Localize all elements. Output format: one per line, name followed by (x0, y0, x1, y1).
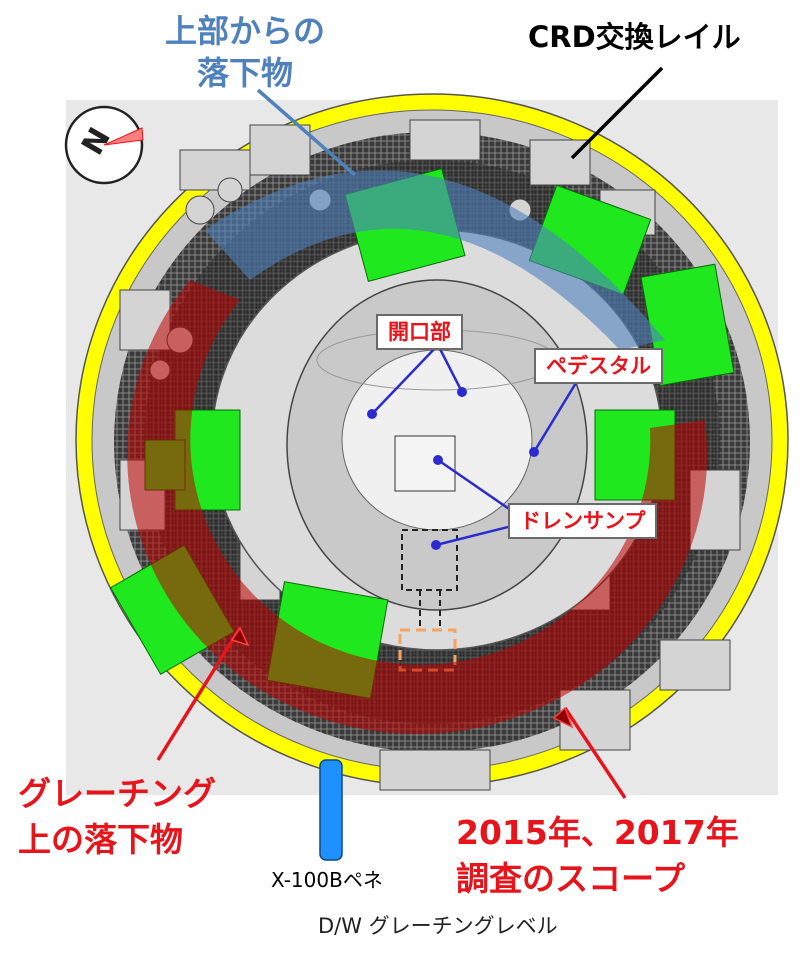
survey-scope-pointer (563, 707, 627, 799)
drain-sump-box (394, 435, 456, 492)
grating-debris-pointer (156, 627, 242, 761)
red-survey-region (127, 280, 708, 735)
marker-dots (367, 387, 539, 550)
blue-debris-region (205, 170, 665, 350)
survey-scope-label-line1: 2015年、2017年 (456, 813, 739, 852)
caption: D/W グレーチングレベル (318, 914, 558, 938)
falling-from-top-label-line2: 落下物 (197, 54, 294, 92)
blue-label-pointer (256, 88, 357, 177)
opening-label: 開口部 (376, 314, 463, 350)
falling-from-top-label-line1: 上部からの (165, 12, 326, 50)
x100b-pipe (319, 759, 343, 861)
survey-scope-label-line2: 調査のスコープ (456, 859, 686, 898)
grating-debris-label-line2: 上の落下物 (18, 820, 183, 859)
grating-debris-label-line1: グレーチング (18, 774, 216, 813)
crd-rail-pointer (570, 66, 664, 160)
crd-rail-label: CRD交換レイル (528, 20, 741, 54)
penetration-label: X-100Bペネ (271, 868, 383, 892)
drain-sump-label: ドレンサンプ (508, 503, 658, 539)
pedestal-label: ペデスタル (534, 348, 663, 384)
